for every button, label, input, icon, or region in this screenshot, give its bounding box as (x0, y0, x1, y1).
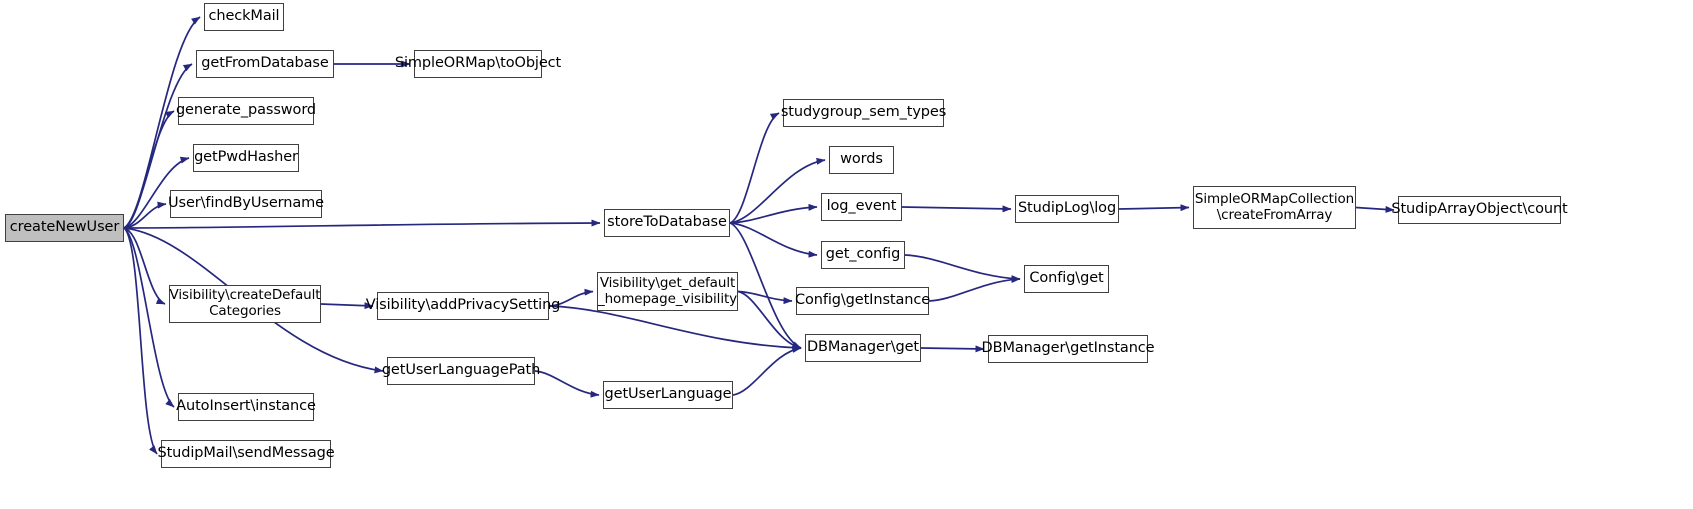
graph-node-getPwdHasher[interactable]: getPwdHasher (193, 144, 299, 172)
graph-node-AutoInsert_instance[interactable]: AutoInsert\instance (176, 393, 316, 421)
graph-node-getUserLanguagePath[interactable]: getUserLanguagePath (382, 357, 540, 385)
graph-node-User_findByUsername[interactable]: User\findByUsername (168, 190, 324, 218)
graph-node-SimpleORMap_toObject[interactable]: SimpleORMap\toObject (395, 50, 561, 78)
graph-node-checkMail[interactable]: checkMail (204, 3, 284, 31)
edge-get_config-to-Config_get (904, 254, 1021, 283)
graph-node-StudipArrayObject_count[interactable]: StudipArrayObject\count (1391, 196, 1568, 224)
graph-node-Config_get[interactable]: Config\get (1024, 265, 1109, 293)
edge-Visibility_addPrivacySetting-to-DBManager_get (548, 305, 802, 352)
edge-createNewUser-to-generate_password (123, 110, 175, 229)
edge-storeToDatabase-to-log_event (729, 203, 818, 224)
graph-node-getFromDatabase[interactable]: getFromDatabase (196, 50, 334, 78)
graph-node-Visibility_get_default_homepage_visibility[interactable]: Visibility\get_default _homepage_visibil… (597, 272, 738, 311)
graph-node-createNewUser[interactable]: createNewUser (5, 214, 124, 242)
edge-storeToDatabase-to-DBManager_get (729, 222, 802, 349)
graph-node-storeToDatabase[interactable]: storeToDatabase (604, 209, 730, 237)
graph-node-DBManager_getInstance[interactable]: DBManager\getInstance (982, 335, 1155, 363)
edge-storeToDatabase-to-get_config (729, 222, 818, 258)
graph-node-studygroup_sem_types[interactable]: studygroup_sem_types (781, 99, 946, 127)
edge-Visibility_get_default_homepage_visibility-to-Config_getInstance (737, 290, 793, 305)
graph-node-StudipMail_sendMessage[interactable]: StudipMail\sendMessage (157, 440, 335, 468)
edge-createNewUser-to-storeToDatabase (123, 219, 601, 229)
edge-getUserLanguage-to-DBManager_get (732, 345, 802, 396)
graph-node-DBManager_get[interactable]: DBManager\get (805, 334, 921, 362)
graph-node-words[interactable]: words (829, 146, 894, 174)
edge-SimpleORMapCollection_createFromArray-to-StudipArrayObject_count (1355, 205, 1395, 213)
graph-node-generate_password[interactable]: generate_password (176, 97, 316, 125)
graph-node-StudipLog_log[interactable]: StudipLog\log (1015, 195, 1119, 223)
edge-StudipLog_log-to-SimpleORMapCollection_createFromArray (1118, 204, 1190, 212)
graph-node-Config_getInstance[interactable]: Config\getInstance (795, 287, 930, 315)
edge-log_event-to-StudipLog_log (901, 205, 1012, 213)
edge-createNewUser-to-AutoInsert_instance (123, 227, 175, 408)
graph-node-get_config[interactable]: get_config (821, 241, 905, 269)
graph-node-getUserLanguage[interactable]: getUserLanguage (603, 381, 733, 409)
edge-DBManager_get-to-DBManager_getInstance (920, 345, 985, 353)
graph-node-SimpleORMapCollection_createFromArray[interactable]: SimpleORMapCollection \createFromArray (1193, 186, 1356, 229)
edge-Visibility_get_default_homepage_visibility-to-DBManager_get (737, 290, 802, 350)
graph-node-log_event[interactable]: log_event (821, 193, 902, 221)
edge-Config_getInstance-to-Config_get (928, 275, 1021, 302)
edge-createNewUser-to-Visibility_createDefaultCategories (123, 227, 166, 305)
edge-createNewUser-to-StudipMail_sendMessage (123, 227, 158, 455)
graph-node-Visibility_addPrivacySetting[interactable]: Visibility\addPrivacySetting (366, 292, 560, 320)
edge-createNewUser-to-User_findByUsername (123, 201, 167, 229)
edge-storeToDatabase-to-words (729, 157, 826, 224)
graph-node-Visibility_createDefaultCategories[interactable]: Visibility\createDefault Categories (169, 285, 321, 323)
edge-storeToDatabase-to-studygroup_sem_types (729, 112, 780, 224)
edge-getUserLanguagePath-to-getUserLanguage (534, 370, 600, 398)
